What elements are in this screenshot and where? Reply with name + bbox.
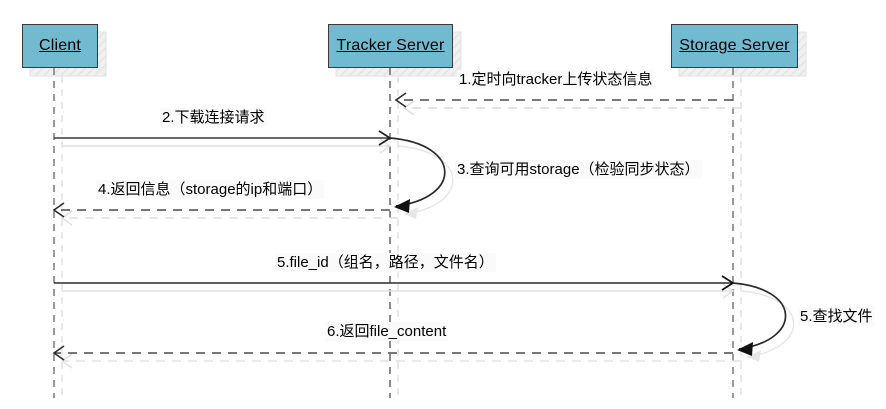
message-arrow-2 xyxy=(54,130,392,154)
message-arrow-4 xyxy=(52,202,398,226)
message-label-1: 1.定时向tracker上传状态信息 xyxy=(457,70,655,90)
participant-tracker-server-label: Tracker Server xyxy=(336,37,445,54)
message-arrow-5b xyxy=(732,282,795,362)
participant-client[interactable]: Client xyxy=(22,24,98,68)
message-arrow-6 xyxy=(52,345,741,369)
message-arrow-1 xyxy=(394,92,741,116)
participant-tracker-server[interactable]: Tracker Server xyxy=(328,24,453,68)
message-label-4: 4.返回信息（storage的ip和端口） xyxy=(96,180,325,200)
participant-storage-server-label: Storage Server xyxy=(679,37,790,54)
message-label-3: 3.查询可用storage（检验同步状态） xyxy=(455,160,702,180)
message-label-6: 6.返回file_content xyxy=(325,322,449,342)
lifeline-group xyxy=(53,68,742,398)
participant-storage-server[interactable]: Storage Server xyxy=(671,24,798,68)
message-label-5b: 5.查找文件 xyxy=(798,307,875,327)
message-arrow-3 xyxy=(389,137,454,219)
participant-client-label: Client xyxy=(38,37,82,54)
message-label-5: 5.file_id（组名，路径，文件名） xyxy=(275,253,496,273)
message-arrow-5 xyxy=(54,275,735,299)
message-label-2: 2.下载连接请求 xyxy=(160,108,267,128)
